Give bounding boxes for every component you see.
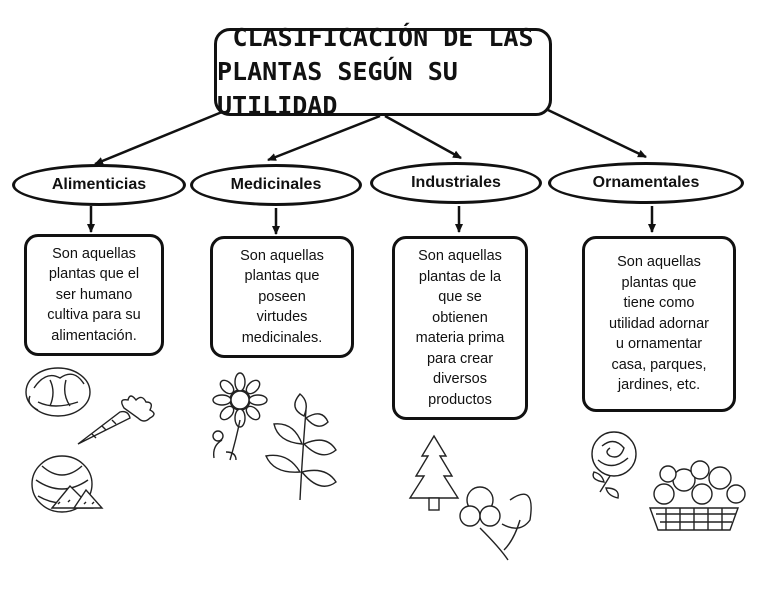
description-line: plantas que bbox=[244, 268, 320, 285]
description-line: para crear bbox=[426, 350, 494, 367]
description-line: Son aquellas bbox=[617, 254, 701, 271]
category-alimenticias: Alimenticias bbox=[12, 164, 186, 206]
description-line: Son aquellas bbox=[52, 245, 136, 262]
category-label: Medicinales bbox=[230, 176, 322, 193]
connector-alimenticias bbox=[94, 110, 223, 166]
description-line: tiene como bbox=[623, 295, 695, 312]
description-line: cultiva para su bbox=[47, 307, 141, 324]
description-line: productos bbox=[428, 391, 492, 408]
title-line-2: PLANTAS SEGÚN SU UTILIDAD bbox=[217, 57, 458, 120]
description-line: medicinales. bbox=[241, 329, 323, 346]
description-line: Son aquellas bbox=[240, 247, 324, 264]
description-box-medicinales: Son aquellas plantas que poseen virtudes… bbox=[210, 236, 354, 358]
description-line: materia prima bbox=[415, 330, 505, 346]
description-line: plantas de la bbox=[418, 268, 502, 285]
title-line-1: CLASIFICACIÓN DE LAS bbox=[232, 23, 534, 52]
melon-icon bbox=[31, 455, 104, 513]
connector-industriales bbox=[384, 114, 462, 160]
description-line: poseen bbox=[258, 288, 306, 305]
description-line: virtudes bbox=[256, 309, 308, 326]
category-label: Alimenticias bbox=[51, 176, 147, 193]
rose-icon bbox=[591, 431, 637, 499]
category-medicinales: Medicinales bbox=[190, 164, 362, 206]
description-line: diversos bbox=[433, 371, 487, 387]
category-ornamentales: Ornamentales bbox=[548, 162, 744, 204]
category-industriales: Industriales bbox=[370, 162, 542, 204]
description-box-alimenticias: Son aquellas plantas que el ser humano c… bbox=[24, 234, 164, 356]
pine-tree-icon bbox=[408, 434, 460, 511]
description-line: casa, parques, bbox=[611, 356, 707, 373]
description-box-ornamentales: Son aquellas plantas que tiene como util… bbox=[582, 236, 736, 412]
connector-medicinales bbox=[267, 114, 381, 162]
description-box-industriales: Son aquellas plantas de la que se obtien… bbox=[392, 236, 528, 420]
title-box: CLASIFICACIÓN DE LAS PLANTAS SEGÚN SU UT… bbox=[214, 23, 552, 120]
title-connectors bbox=[94, 108, 647, 166]
description-line: Son aquellas bbox=[418, 248, 502, 264]
description-line: plantas que el bbox=[48, 266, 140, 283]
flower-basket-icon bbox=[649, 460, 746, 531]
down-arrows bbox=[87, 206, 656, 235]
description-line: utilidad adornar bbox=[609, 315, 709, 332]
description-line: alimentación. bbox=[51, 327, 137, 344]
lettuce-icon bbox=[25, 367, 91, 417]
mint-icon bbox=[264, 393, 337, 501]
category-label: Ornamentales bbox=[592, 174, 700, 191]
carrot-icon bbox=[77, 395, 155, 445]
description-line: que se bbox=[438, 289, 482, 305]
cotton-icon bbox=[459, 486, 532, 561]
connector-ornamentales bbox=[547, 108, 647, 159]
description-line: ser humano bbox=[55, 286, 133, 303]
description-line: obtienen bbox=[432, 309, 488, 326]
description-line: plantas que bbox=[621, 274, 697, 291]
description-line: jardines, etc. bbox=[617, 377, 701, 394]
category-label: Industriales bbox=[411, 174, 501, 191]
description-line: u ornamentar bbox=[615, 336, 703, 353]
chamomile-icon bbox=[212, 372, 268, 461]
